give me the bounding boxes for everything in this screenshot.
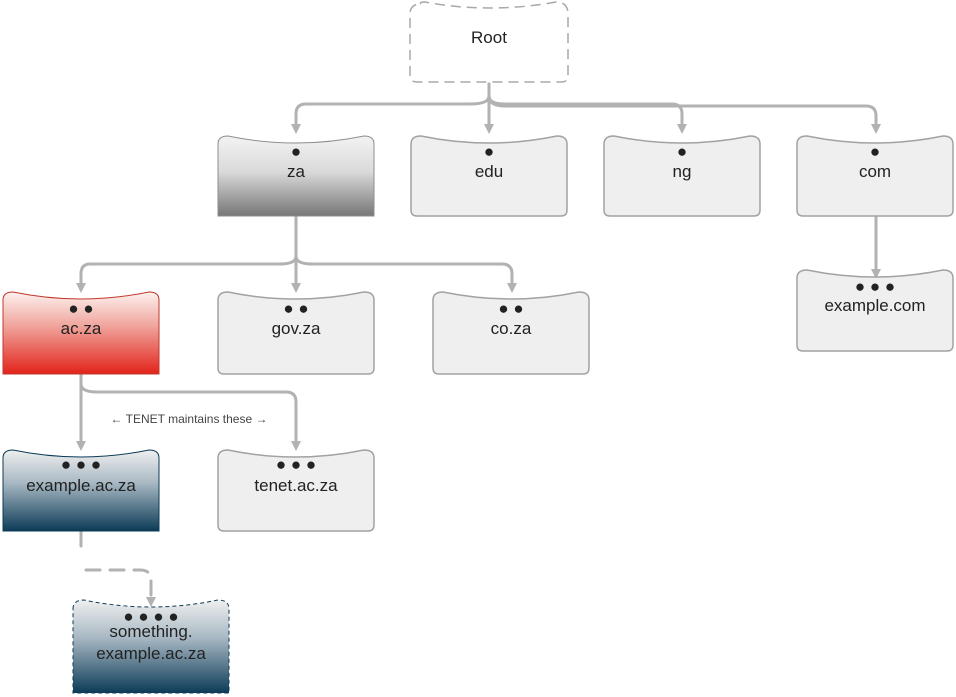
edu-shape — [410, 135, 568, 217]
root-label: Root — [471, 28, 507, 47]
example-com-label: example.com — [824, 296, 925, 315]
node-root: Root — [409, 1, 569, 83]
com-dots: ● — [870, 142, 880, 161]
node-co-za: ● ● co.za — [432, 291, 590, 375]
example-ac-za-dots: ● ● ● — [61, 455, 101, 474]
node-example-ac-za: ● ● ● example.ac.za — [2, 449, 160, 532]
connector-ac-tenet — [79, 372, 301, 451]
gov-za-shape — [217, 291, 375, 375]
something-shape — [72, 599, 230, 694]
node-ac-za: ● ● ac.za — [2, 291, 160, 375]
co-za-dots: ● ● — [498, 299, 523, 318]
tenet-annotation: ← TENET maintains these → — [111, 412, 268, 426]
co-za-label: co.za — [491, 319, 532, 338]
example-com-dots: ● ● ● — [855, 277, 895, 296]
connector-za-co — [294, 214, 517, 293]
node-za: ● za — [217, 135, 375, 217]
example-ac-za-shape — [2, 449, 160, 532]
ng-label: ng — [673, 162, 692, 181]
node-edu: ● edu — [410, 135, 568, 217]
node-example-com: ● ● ● example.com — [796, 269, 954, 352]
com-label: com — [859, 162, 891, 181]
something-dots: ● ● ● ● — [123, 607, 178, 626]
connector-za-ac — [76, 214, 298, 293]
za-shape — [217, 135, 375, 217]
tenet-ac-za-label: tenet.ac.za — [254, 476, 338, 495]
root-shape — [409, 1, 569, 83]
tenet-ac-za-dots: ● ● ● — [276, 455, 316, 474]
tenet-ac-za-shape — [217, 449, 375, 532]
something-label-line1: something. — [109, 622, 192, 641]
gov-za-label: gov.za — [272, 319, 321, 338]
connector-root-com — [487, 82, 881, 134]
edu-label: edu — [475, 162, 503, 181]
node-ng: ● ng — [603, 135, 761, 217]
ng-dots: ● — [677, 142, 687, 161]
za-label: za — [287, 162, 306, 181]
ac-za-dots: ● ● — [68, 299, 93, 318]
ac-za-shape — [2, 291, 160, 375]
node-something-example-ac-za: ● ● ● ● something. example.ac.za — [72, 599, 230, 694]
edu-dots: ● — [484, 142, 494, 161]
node-tenet-ac-za: ● ● ● tenet.ac.za — [217, 449, 375, 532]
node-com: ● com — [796, 135, 954, 217]
example-ac-za-label: example.ac.za — [26, 476, 136, 495]
ng-shape — [603, 135, 761, 217]
ac-za-label: ac.za — [61, 319, 102, 338]
gov-za-dots: ● ● — [283, 299, 308, 318]
something-label-line2: example.ac.za — [96, 644, 206, 663]
co-za-shape — [432, 291, 590, 375]
node-gov-za: ● ● gov.za — [217, 291, 375, 375]
com-shape — [796, 135, 954, 217]
example-com-shape — [796, 269, 954, 352]
connector-example-something-elbow — [84, 568, 156, 607]
connectors — [76, 82, 881, 607]
connector-root-za — [291, 82, 491, 134]
za-dots: ● — [291, 142, 301, 161]
